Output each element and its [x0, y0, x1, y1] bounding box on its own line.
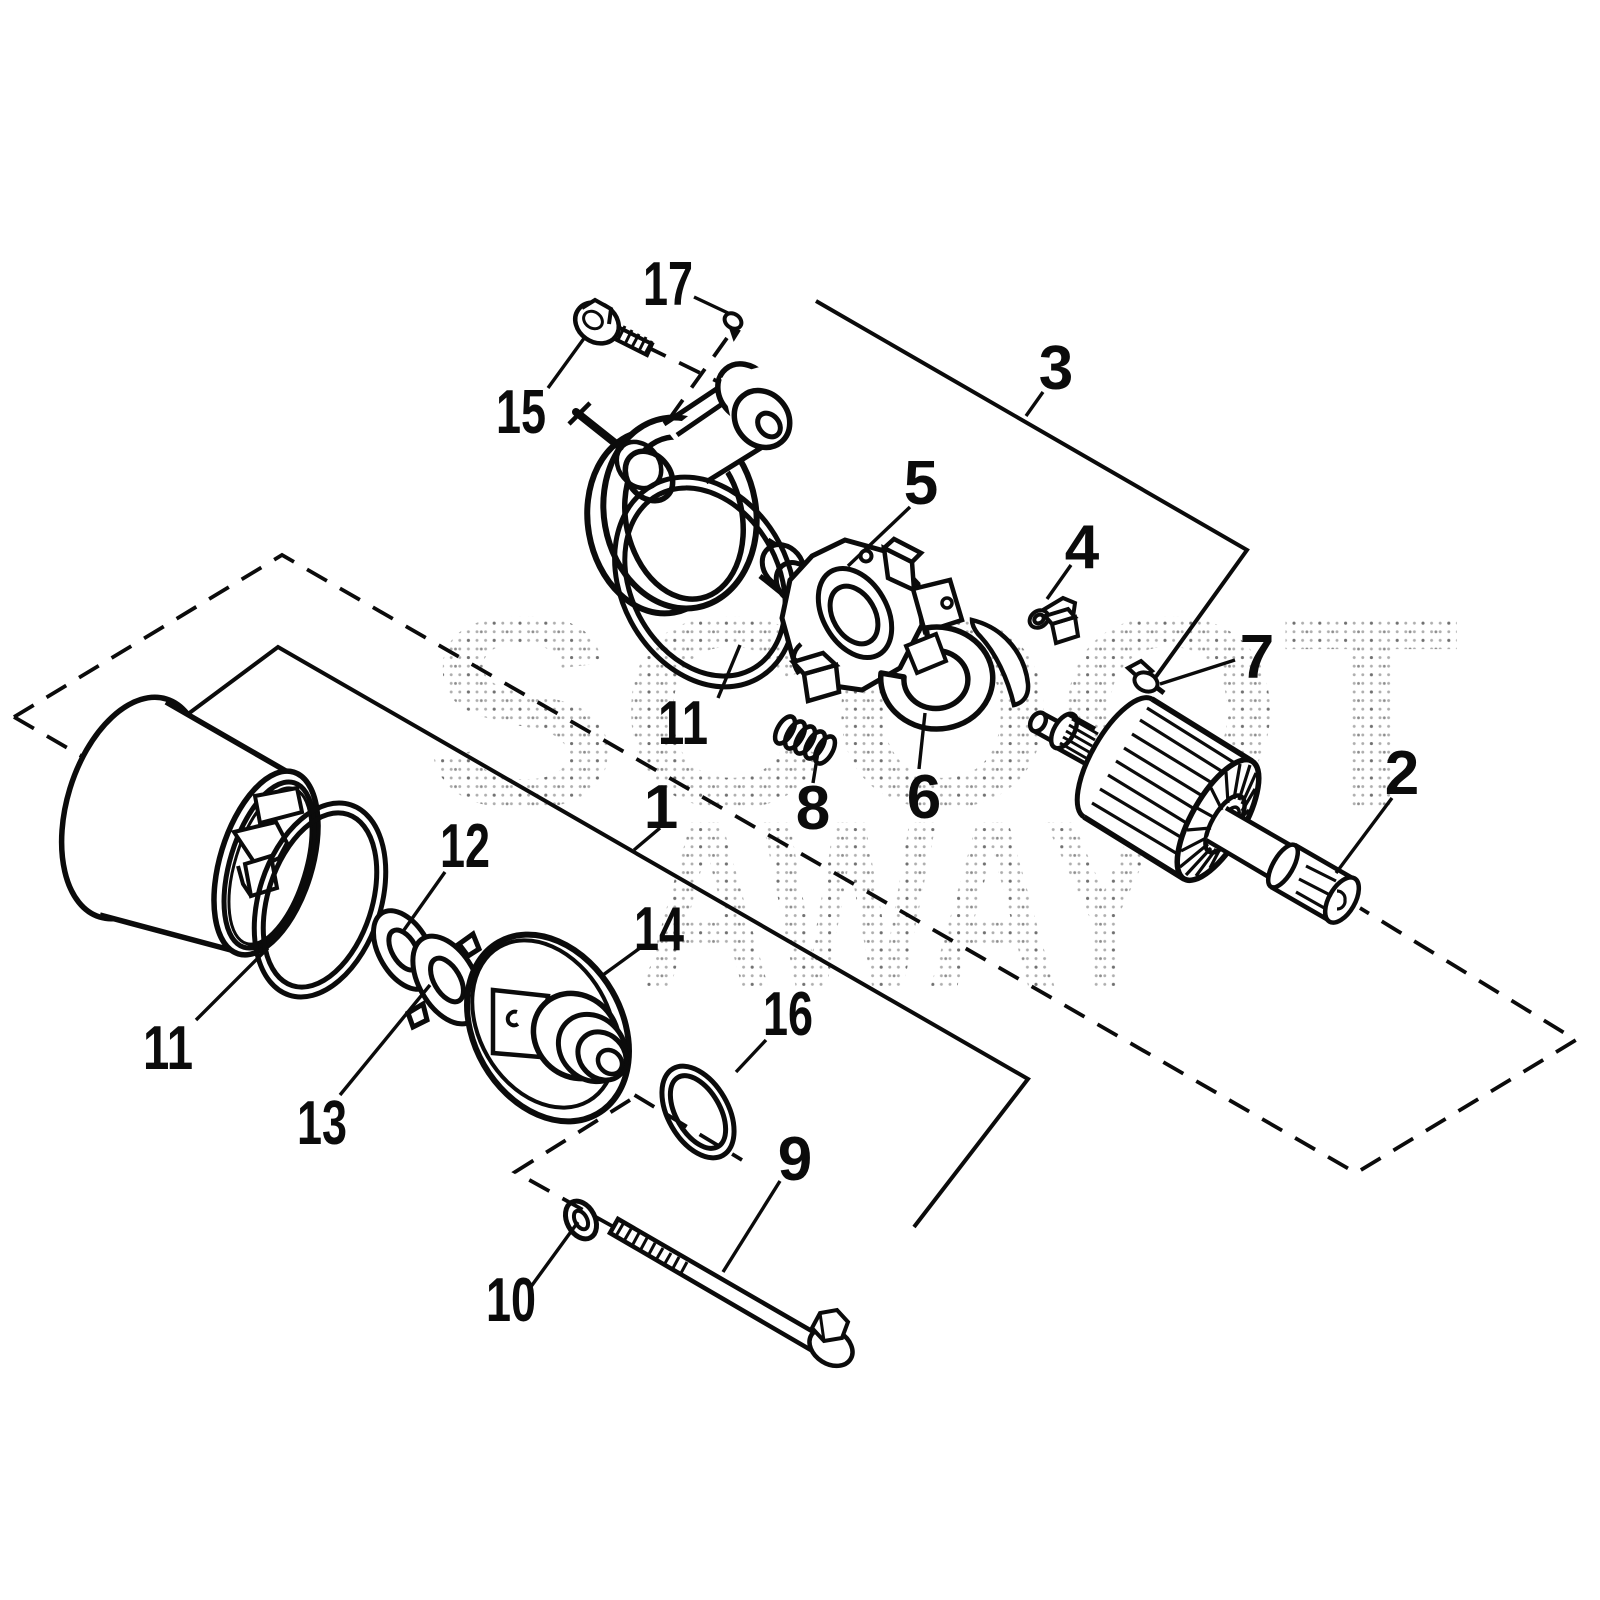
svg-text:13: 13	[297, 1089, 347, 1158]
svg-text:14: 14	[634, 895, 684, 964]
svg-text:8: 8	[796, 774, 830, 843]
svg-text:9: 9	[778, 1125, 812, 1194]
svg-text:2: 2	[1385, 739, 1419, 808]
svg-text:10: 10	[486, 1266, 536, 1335]
svg-text:3: 3	[1039, 334, 1073, 403]
svg-text:7: 7	[1240, 623, 1274, 692]
svg-text:5: 5	[904, 449, 938, 518]
svg-text:1: 1	[644, 773, 678, 842]
svg-text:12: 12	[440, 812, 490, 881]
svg-text:11: 11	[143, 1014, 193, 1083]
svg-text:17: 17	[643, 250, 693, 319]
svg-text:15: 15	[496, 378, 546, 447]
svg-text:16: 16	[763, 980, 813, 1049]
svg-text:11: 11	[658, 689, 708, 758]
svg-text:6: 6	[907, 763, 941, 832]
svg-text:4: 4	[1065, 513, 1100, 582]
